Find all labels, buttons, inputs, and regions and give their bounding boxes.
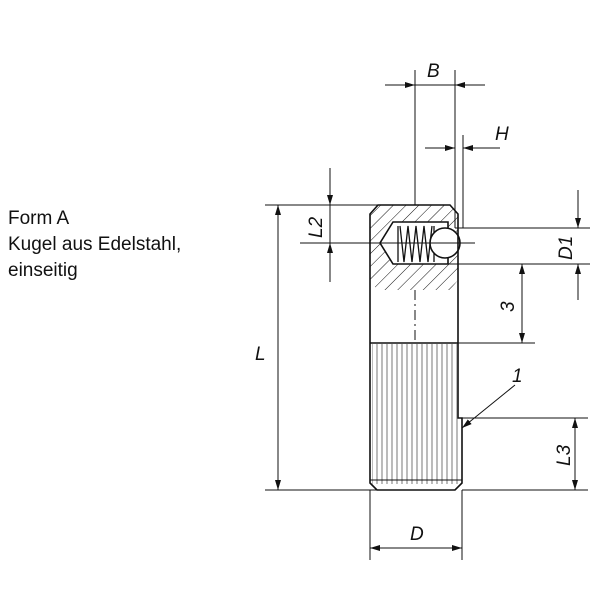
caption-line-2: Kugel aus Edelstahl, (8, 234, 182, 255)
caption-line-1: Form A (8, 208, 70, 229)
pin-body (369, 204, 463, 491)
dimension-labels: B H L L2 D1 3 1 L3 D (255, 61, 577, 545)
form-caption: Form A Kugel aus Edelstahl, einseitig (8, 206, 181, 284)
label-D1: D1 (556, 236, 577, 260)
dimension-lines (265, 70, 590, 560)
label-B: B (427, 61, 440, 82)
label-H: H (495, 124, 509, 145)
label-L: L (255, 344, 266, 365)
caption-line-3: einseitig (8, 260, 78, 281)
label-1: 1 (512, 366, 523, 387)
label-D: D (410, 524, 424, 545)
label-L2: L2 (306, 216, 327, 238)
label-L3: L3 (554, 444, 575, 466)
label-3: 3 (498, 301, 519, 312)
